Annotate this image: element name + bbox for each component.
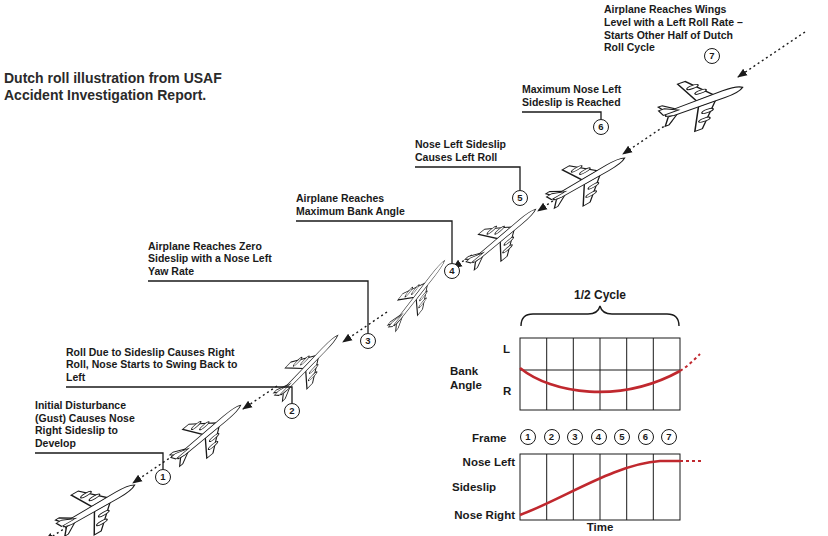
half-cycle-brace <box>521 306 679 326</box>
frame-number: 3 <box>567 429 583 445</box>
number-text: 7 <box>709 51 714 61</box>
frame-number: 4 <box>591 429 607 445</box>
frame-number: 6 <box>638 429 654 445</box>
airplanes <box>48 64 751 536</box>
caption: Dutch roll illustration from USAF Accide… <box>4 70 266 104</box>
axis-tick-label: R <box>503 384 511 398</box>
axis-tick-label: Nose Left <box>463 455 515 469</box>
number-text: 2 <box>549 432 554 442</box>
number-text: 6 <box>643 432 648 442</box>
frame-number: 1 <box>520 429 536 445</box>
callout-text: Airplane Reaches Wings Level with a Left… <box>604 3 754 54</box>
airplane <box>458 196 547 279</box>
callout-number: 3 <box>360 333 376 349</box>
airplane <box>381 253 454 337</box>
airplane <box>539 140 635 220</box>
bank-angle-plot <box>520 338 700 410</box>
number-text: 1 <box>525 432 530 442</box>
number-text: 6 <box>598 122 603 132</box>
number-text: 3 <box>365 336 370 346</box>
callout-text: Nose Left Sideslip Causes Left Roll <box>415 138 527 164</box>
sideslip-plot <box>520 454 702 520</box>
airplane <box>162 391 253 476</box>
axis-label: Bank Angle <box>450 364 506 392</box>
frame-number: 7 <box>661 429 677 445</box>
axis-label: 1/2 Cycle <box>574 288 626 303</box>
frame-number: 2 <box>544 429 560 445</box>
callout-number: 6 <box>593 119 609 135</box>
flight-path <box>45 32 805 536</box>
callout-number: 5 <box>512 190 528 206</box>
frame-number: 5 <box>614 429 630 445</box>
axis-tick-label: Nose Right <box>454 508 515 522</box>
airplane <box>48 465 146 536</box>
number-text: 4 <box>449 266 454 276</box>
callout-number: 7 <box>704 48 720 64</box>
number-text: 5 <box>517 193 522 203</box>
number-text: 2 <box>289 406 294 416</box>
callout-number: 2 <box>284 403 300 419</box>
axis-label: Time <box>587 520 614 534</box>
axis-label: Frame <box>472 431 507 445</box>
leader-lines <box>35 112 601 469</box>
callout-text: Roll Due to Sideslip Causes Right Roll, … <box>66 346 244 384</box>
callout-text: Airplane Reaches Maximum Bank Angle <box>296 192 418 218</box>
callout-number: 4 <box>444 263 460 279</box>
axis-tick-label: L <box>503 342 510 356</box>
number-text: 1 <box>160 472 165 482</box>
number-text: 3 <box>572 432 577 442</box>
callout-text: Initial Disturbance (Gust) Causes Nose R… <box>35 399 147 450</box>
airplane <box>266 325 348 409</box>
number-text: 5 <box>619 432 624 442</box>
callout-text: Maximum Nose Left Sideslip is Reached <box>522 83 646 109</box>
airplane <box>652 64 751 141</box>
number-text: 7 <box>666 432 671 442</box>
callout-text: Airplane Reaches Zero Sideslip with a No… <box>148 240 286 278</box>
number-text: 4 <box>596 432 601 442</box>
axis-label: Sideslip <box>452 480 496 494</box>
callout-number: 1 <box>155 469 171 485</box>
